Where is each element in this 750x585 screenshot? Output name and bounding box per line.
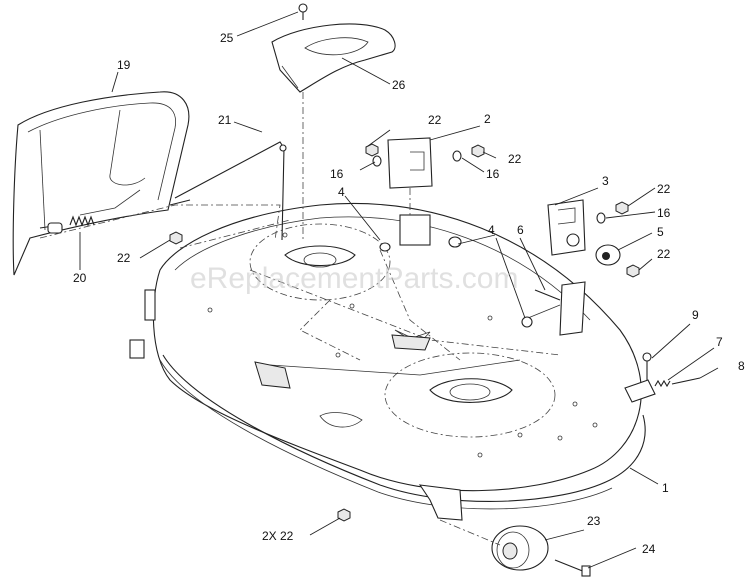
callout-3: 3 — [602, 174, 609, 188]
callout-22-left: 22 — [117, 251, 131, 265]
callout-8: 8 — [738, 359, 745, 373]
callout-22-right: 22 — [657, 182, 671, 196]
belt-cover — [271, 23, 396, 93]
mower-deck-housing — [129, 202, 646, 521]
callout-9: 9 — [692, 308, 699, 322]
callout-21: 21 — [218, 113, 232, 127]
idler-pulley — [595, 244, 621, 266]
idler-bracket-3 — [547, 199, 586, 256]
callout-26: 26 — [392, 78, 406, 92]
callout-25: 25 — [220, 31, 234, 45]
callout-22-pulley: 22 — [657, 247, 671, 261]
watermark-text: eReplacementParts.com — [190, 262, 518, 295]
callout-1: 1 — [662, 481, 669, 495]
callout-4-left: 4 — [338, 185, 345, 199]
wheel-bolt — [554, 559, 591, 577]
callout-16-right: 16 — [657, 206, 671, 220]
callout-6: 6 — [517, 223, 524, 237]
latch-assembly — [624, 352, 701, 403]
leader-lines — [79, 11, 719, 569]
callout-16-mid: 16 — [486, 167, 500, 181]
callout-16-left: 16 — [330, 167, 344, 181]
idler-bracket-2 — [387, 137, 433, 246]
torsion-spring — [47, 215, 95, 234]
callout-19: 19 — [117, 58, 131, 72]
washers-and-nuts — [169, 143, 640, 522]
callout-labels: 25 26 19 21 22 2 22 16 16 4 3 22 16 4 6 … — [73, 31, 745, 556]
callout-24: 24 — [642, 542, 656, 556]
callout-22-bottom: 2X 22 — [262, 529, 294, 543]
discharge-chute — [12, 91, 190, 276]
pivot-bracket-6 — [527, 281, 586, 336]
callout-23: 23 — [587, 514, 601, 528]
pins — [379, 236, 533, 328]
chute-rod — [169, 141, 287, 241]
callout-5: 5 — [657, 225, 664, 239]
callout-22-right-top: 22 — [508, 152, 522, 166]
gauge-wheel — [491, 525, 549, 571]
callout-4-right: 4 — [488, 223, 495, 237]
callout-7: 7 — [716, 335, 723, 349]
callout-2: 2 — [484, 112, 491, 126]
callout-20: 20 — [73, 271, 87, 285]
cover-screw — [298, 3, 308, 20]
callout-22-top: 22 — [428, 113, 442, 127]
